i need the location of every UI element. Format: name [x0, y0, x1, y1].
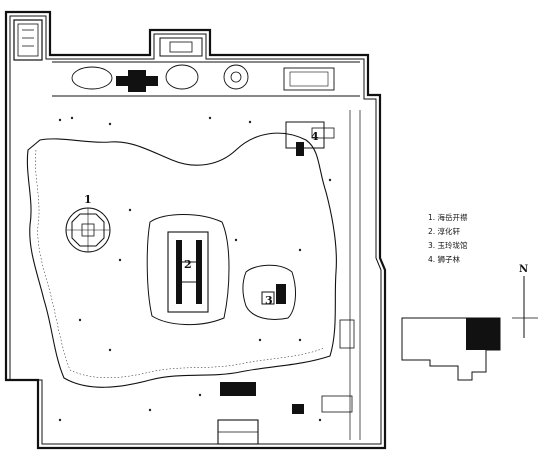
legend: 1. 海岳开襟 2. 淳化轩 3. 玉玲珑馆 4. 狮子林 [428, 212, 468, 264]
east-buildings [292, 110, 361, 440]
outer-wall [4, 10, 387, 450]
north-building-range [52, 37, 360, 97]
tree-hill-texture [58, 116, 332, 422]
site-4-shizi-lin [285, 121, 335, 156]
site-1-haiyue-kaijin [65, 207, 111, 253]
legend-item-4: 4. 狮子林 [428, 254, 461, 264]
legend-item-1: 1. 海岳开襟 [428, 212, 468, 222]
northwest-corner-pavilion [13, 19, 43, 61]
north-label: N [519, 264, 528, 275]
locator-inset-map [401, 317, 501, 381]
site-3-yulinglong-guan [242, 264, 296, 320]
site-2-chunhua-xuan [146, 214, 230, 326]
main-lake [26, 132, 337, 388]
site-label-3: 3 [265, 294, 273, 307]
site-label-1: 1 [84, 193, 92, 206]
legend-item-2: 2. 淳化轩 [428, 226, 461, 236]
site-label-2: 2 [184, 258, 192, 271]
site-label-4: 4 [311, 130, 319, 143]
north-arrow: N [512, 264, 538, 338]
legend-item-3: 3. 玉玲珑馆 [428, 240, 468, 250]
south-gate [217, 382, 259, 445]
